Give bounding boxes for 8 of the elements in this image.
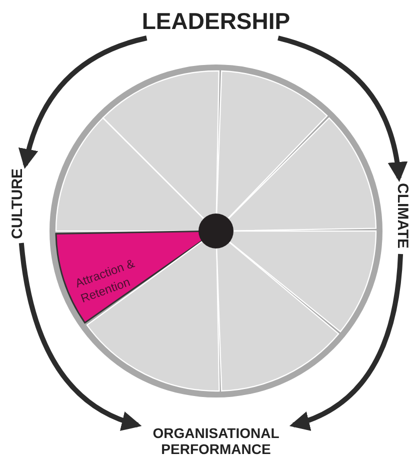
curved-arrow [19,36,148,169]
curved-arrow [18,242,142,430]
curved-arrow [277,36,407,182]
side-label: CLIMATE [392,178,412,254]
side-label: CULTURE [8,165,28,243]
curved-arrow [289,254,404,430]
heading-label: LEADERSHIP [140,8,292,38]
bottom-label: ORGANISATIONAL PERFORMANCE [121,425,311,463]
